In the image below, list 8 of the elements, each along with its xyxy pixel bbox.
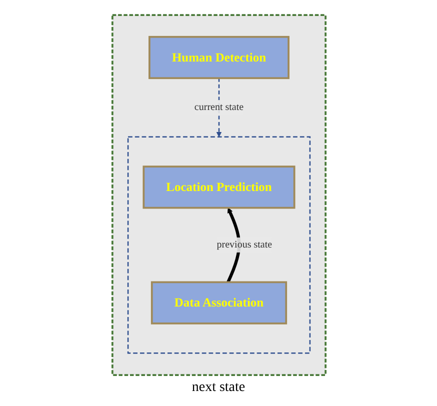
node-box [148, 36, 289, 80]
flowchart: Human Detection current state Location Prediction previous state Data Association [4, 10, 434, 380]
node-box [150, 281, 287, 324]
edge-label: current state [194, 102, 244, 112]
edge-label: previous state [216, 239, 272, 250]
note-text: next state [192, 380, 246, 395]
cluster [126, 136, 310, 354]
node-box [142, 166, 295, 209]
